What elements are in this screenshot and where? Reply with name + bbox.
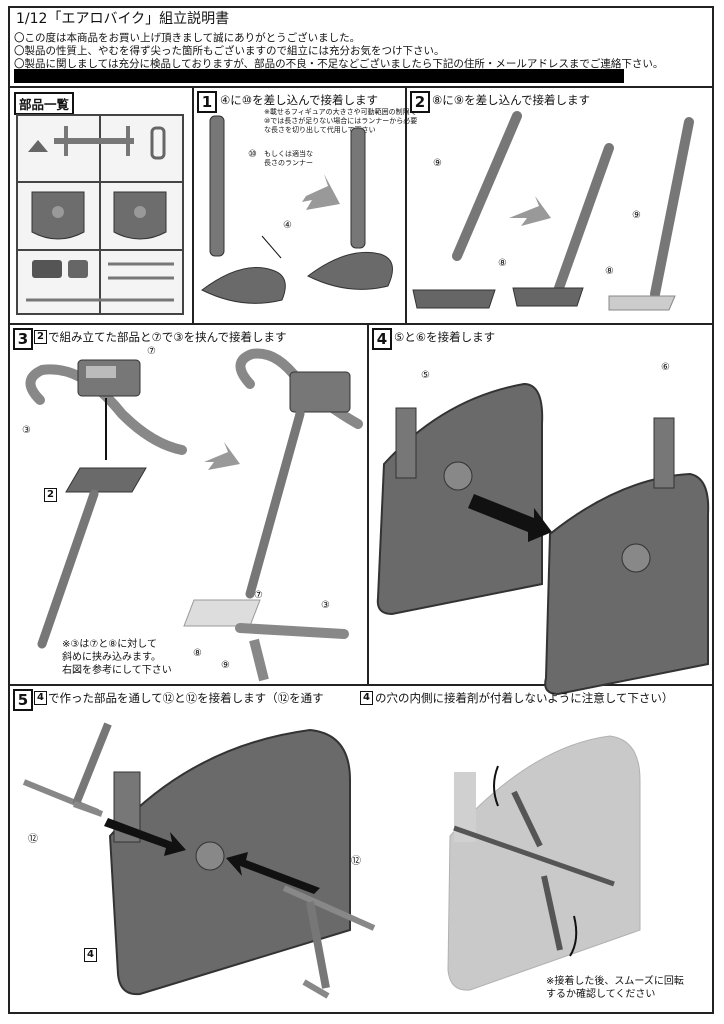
marker-8: ⑧	[498, 258, 507, 269]
divider	[192, 86, 194, 324]
divider	[367, 323, 369, 685]
marker-3b: ③	[321, 600, 330, 611]
intro-line-2: 〇製品の性質上、やむを得ず尖った箇所もございますので組立には充分お気をつけ下さい…	[14, 45, 445, 57]
marker-3: ③	[22, 425, 31, 436]
step-5-illustration	[22, 722, 641, 999]
step-5-title-a: で作った部品を通して⑫と⑫を接着します（⑫を通す	[48, 691, 324, 705]
ref-box-2: 2	[34, 330, 47, 344]
redacted-contact-bar	[14, 69, 624, 83]
marker-7b: ⑦	[254, 590, 263, 601]
marker-12: ⑫	[28, 834, 38, 845]
step-3-title: で組み立てた部品と⑦で③を挟んで接着します	[48, 330, 287, 344]
marker-9b: ⑨	[632, 210, 641, 221]
marker-8c: ⑧	[193, 648, 202, 659]
step-1-title: ④に⑩を差し込んで接着します	[220, 93, 379, 107]
step-number-2: 2	[410, 91, 430, 113]
divider	[8, 684, 714, 686]
step-number-4: 4	[372, 328, 392, 350]
step-3-illustration	[25, 348, 363, 682]
marker-box-4: 4	[84, 948, 97, 962]
marker-9: ⑨	[433, 158, 442, 169]
divider	[8, 86, 714, 88]
marker-box-2: 2	[44, 488, 57, 502]
page-border	[8, 6, 714, 1014]
step-4-illustration	[376, 382, 710, 696]
step-1-illustration	[201, 115, 393, 304]
marker-8b: ⑧	[605, 266, 614, 277]
step-5-title-b: の穴の内側に接着剤が付着しないように注意して下さい）	[375, 691, 674, 705]
step-number-5: 5	[13, 689, 33, 711]
marker-9c: ⑨	[221, 660, 230, 671]
step-4-title: ⑤と⑥を接着します	[394, 330, 496, 344]
step-2-illustration	[412, 111, 694, 311]
ref-box-4b: 4	[360, 691, 373, 705]
marker-12b: ⑫	[351, 856, 361, 867]
ref-box-4: 4	[34, 691, 47, 705]
page-title: 1/12「エアロバイク」組立説明書	[16, 11, 230, 27]
step-2-title: ⑧に⑨を差し込んで接着します	[432, 93, 591, 107]
intro-line-1: 〇この度は本商品をお買い上げ頂きまして誠にありがとうございました。	[14, 32, 361, 44]
marker-4: ④	[283, 220, 292, 231]
parts-sprue-illustration	[16, 114, 184, 315]
step-number-3: 3	[13, 328, 33, 350]
step-1-callout: もしくは適当な 長さのランナー	[264, 150, 313, 167]
step-number-1: 1	[197, 91, 217, 113]
step-1-note: ※載せるフィギュアの大きさや可動範囲の制限で ⑩では長さが足りない場合にはランナ…	[264, 108, 418, 134]
divider	[405, 86, 407, 324]
marker-5: ⑤	[421, 370, 430, 381]
marker-6: ⑥	[661, 362, 670, 373]
marker-10: ⑩	[248, 149, 257, 160]
marker-7: ⑦	[147, 346, 156, 357]
step-5-note: ※接着した後、スムーズに回転 するか確認してください	[546, 976, 684, 1000]
step-3-note: ※③は⑦と⑧に対して 斜めに挟み込みます。 右図を参考にして下さい	[62, 639, 172, 676]
intro-line-3: 〇製品に関しましては充分に検品しておりますが、部品の不良・不足などございましたら…	[14, 58, 664, 70]
divider	[8, 323, 714, 325]
